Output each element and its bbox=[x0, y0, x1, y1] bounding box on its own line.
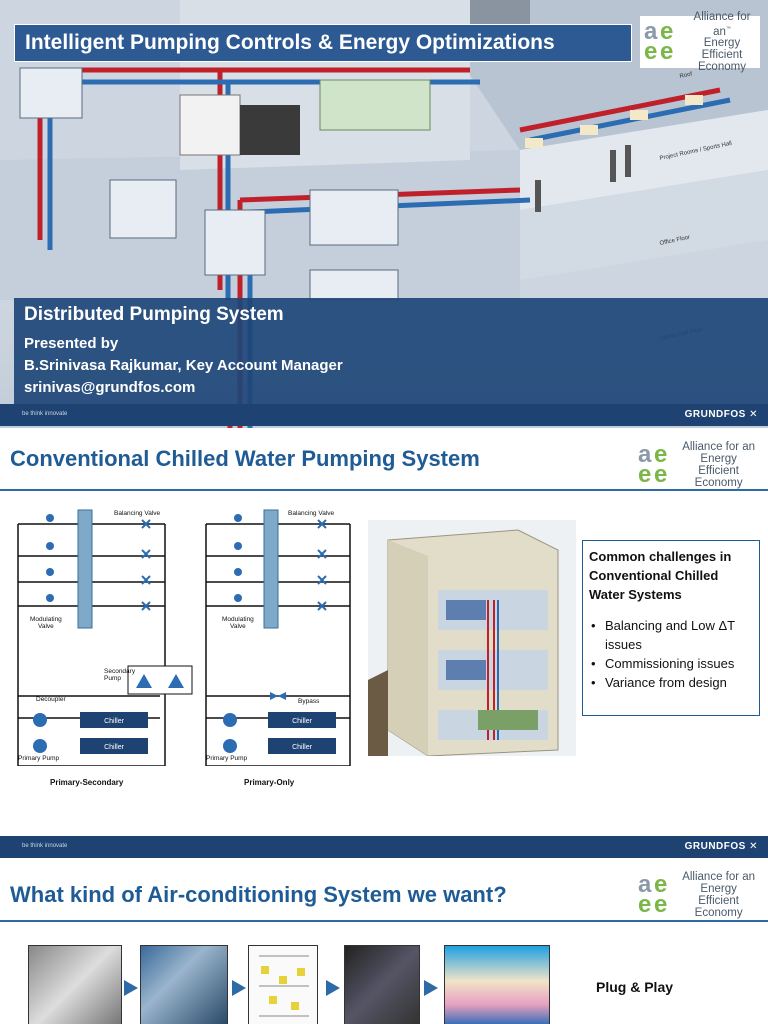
primary-pump-label: Primary Pump bbox=[18, 755, 59, 762]
title-divider bbox=[0, 489, 768, 491]
decoupler-label: Decoupler bbox=[36, 696, 66, 703]
challenge-item: Balancing and Low ΔT issues bbox=[589, 616, 753, 654]
challenges-list: Balancing and Low ΔT issues Commissionin… bbox=[589, 616, 753, 692]
footer-tagline: be think innovate bbox=[22, 843, 67, 849]
footer-bar: be think innovate GRUNDFOS ✕ bbox=[0, 404, 768, 426]
schematic-thumbnail bbox=[248, 945, 318, 1024]
presenter-panel: Distributed Pumping System Presented by … bbox=[14, 298, 768, 404]
title-divider bbox=[0, 920, 768, 922]
diagram-caption: Primary-Only bbox=[244, 778, 294, 787]
challenge-item: Commissioning issues bbox=[589, 654, 753, 673]
conventional-system-slide: Conventional Chilled Water Pumping Syste… bbox=[0, 430, 768, 858]
aeee-logo-text: Alliance for an™ Energy Efficient Econom… bbox=[684, 11, 760, 74]
grundfos-logo: GRUNDFOS ✕ bbox=[685, 409, 758, 420]
chiller-label: Chiller bbox=[104, 744, 125, 751]
building-cutaway-image bbox=[368, 520, 576, 756]
footer-bar: be think innovate GRUNDFOS ✕ bbox=[0, 836, 768, 858]
challenge-item: Variance from design bbox=[589, 673, 753, 692]
slide-title: What kind of Air-conditioning System we … bbox=[10, 882, 507, 908]
plug-and-play-label: Plug & Play bbox=[596, 979, 673, 995]
footer-tagline: be think innovate bbox=[22, 411, 67, 417]
photo-thumbnail bbox=[28, 945, 122, 1024]
arrow-right-icon bbox=[424, 980, 438, 996]
presented-by: Presented by bbox=[24, 333, 758, 355]
chiller-label: Chiller bbox=[292, 718, 313, 725]
slide-title: Conventional Chilled Water Pumping Syste… bbox=[10, 446, 480, 472]
arrow-right-icon bbox=[124, 980, 138, 996]
air-conditioning-slide: What kind of Air-conditioning System we … bbox=[0, 862, 768, 1024]
presenter-email[interactable]: srinivas@grundfos.com bbox=[24, 377, 758, 399]
diagram-caption: Primary-Secondary bbox=[50, 778, 123, 787]
challenges-box: Common challenges in Conventional Chille… bbox=[582, 540, 760, 716]
photo-thumbnail bbox=[344, 945, 420, 1024]
chiller-label: Chiller bbox=[104, 718, 125, 725]
arrow-right-icon bbox=[232, 980, 246, 996]
slide-title: Intelligent Pumping Controls & Energy Op… bbox=[14, 24, 632, 62]
secondary-pump-label: Secondary Pump bbox=[104, 668, 135, 682]
primary-pump-label: Primary Pump bbox=[206, 755, 247, 762]
bypass-label: Bypass bbox=[298, 698, 319, 705]
presenter-name: B.Srinivasa Rajkumar, Key Account Manage… bbox=[24, 355, 758, 377]
balancing-valve-label: Balancing Valve bbox=[288, 510, 334, 517]
title-slide: Roof Project Rooms / Sports Hall Office … bbox=[0, 0, 768, 428]
room-render-thumbnail bbox=[444, 945, 550, 1024]
chiller-label: Chiller bbox=[292, 744, 313, 751]
balancing-valve-label: Balancing Valve bbox=[114, 510, 160, 517]
arrow-right-icon bbox=[326, 980, 340, 996]
challenges-heading: Common challenges in Conventional Chille… bbox=[589, 547, 753, 604]
modulating-valve-label: Modulating Valve bbox=[30, 616, 62, 630]
modulating-valve-label: Modulating Valve bbox=[222, 616, 254, 630]
photo-thumbnail bbox=[140, 945, 228, 1024]
grundfos-logo: GRUNDFOS ✕ bbox=[685, 841, 758, 852]
subtitle: Distributed Pumping System bbox=[24, 304, 758, 326]
primary-only-diagram: Chiller Chiller bbox=[200, 506, 370, 766]
primary-secondary-diagram: Chiller Chiller bbox=[10, 506, 200, 766]
